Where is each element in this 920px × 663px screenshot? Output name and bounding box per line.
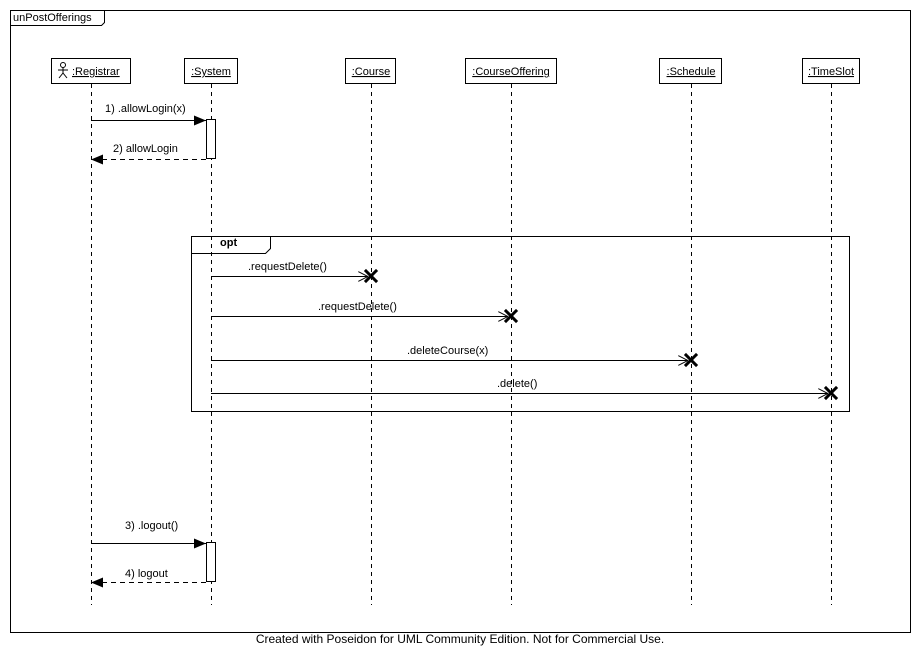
- lifeline-label-registrar: :Registrar: [72, 66, 120, 78]
- lifeline-label-timeslot: :TimeSlot: [808, 66, 854, 78]
- message-delete-timeslot: .delete(): [211, 378, 839, 401]
- lifeline-label-schedule: :Schedule: [667, 66, 716, 78]
- lifeline-schedule: :Schedule: [659, 58, 722, 605]
- message-requestdelete-course: .requestDelete(): [211, 261, 379, 284]
- destroy-x-icon: [503, 308, 519, 324]
- lifeline-courseoffering: :CourseOffering: [465, 58, 557, 605]
- message-label: .delete(): [497, 378, 537, 390]
- message-requestdelete-courseoffering: .requestDelete(): [211, 301, 519, 324]
- activation-bar-system-1: [206, 119, 216, 159]
- diagram-frame: [10, 10, 911, 633]
- activation-bar-system-2: [206, 542, 216, 582]
- message-label: 3) .logout(): [125, 520, 178, 532]
- frame-title-tab: [10, 10, 105, 26]
- message-label: 4) logout: [125, 568, 168, 580]
- lifeline-timeslot: :TimeSlot: [802, 58, 860, 605]
- opt-operator-label: opt: [220, 237, 237, 249]
- opt-fragment: opt: [191, 236, 850, 412]
- message-logout-call: 3) .logout(): [91, 520, 206, 549]
- frame-title: unPostOfferings: [13, 12, 92, 24]
- footer-note: Created with Poseidon for UML Community …: [255, 632, 665, 646]
- lifeline-label-system: :System: [191, 66, 231, 78]
- lifeline-label-course: :Course: [352, 66, 391, 78]
- message-label: 1) .allowLogin(x): [105, 103, 186, 115]
- lifeline-system: :System: [184, 58, 238, 605]
- lifeline-registrar: :Registrar: [51, 58, 131, 605]
- message-label: .requestDelete(): [248, 261, 327, 273]
- destroy-x-icon: [823, 385, 839, 401]
- lifeline-head-courseoffering: [465, 58, 557, 84]
- destroy-x-icon: [683, 352, 699, 368]
- message-label: .deleteCourse(x): [407, 345, 488, 357]
- message-allowlogin-return: 2) allowLogin: [91, 143, 206, 165]
- lifeline-head-timeslot: [802, 58, 860, 84]
- stick-figure-icon: [58, 62, 68, 79]
- lifeline-head-schedule: [659, 58, 722, 84]
- lifeline-head-system: [184, 58, 238, 84]
- destroy-x-icon: [363, 268, 379, 284]
- message-deletecourse-schedule: .deleteCourse(x): [211, 345, 699, 368]
- message-label: 2) allowLogin: [113, 143, 178, 155]
- message-logout-return: 4) logout: [91, 568, 206, 588]
- message-label: .requestDelete(): [318, 301, 397, 313]
- message-allowlogin-call: 1) .allowLogin(x): [91, 103, 206, 126]
- lifeline-label-courseoffering: :CourseOffering: [472, 66, 549, 78]
- lifeline-course: :Course: [345, 58, 396, 605]
- lifeline-head-course: [345, 58, 396, 84]
